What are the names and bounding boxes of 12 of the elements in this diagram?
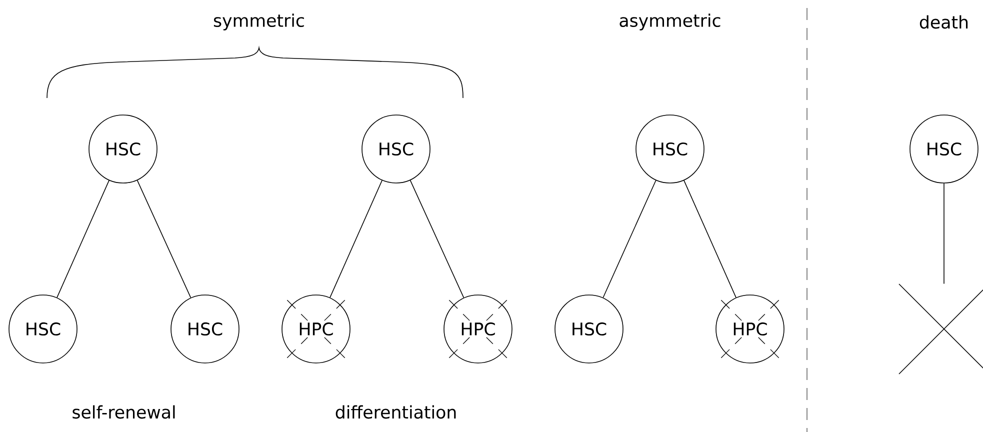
connector-line — [330, 180, 382, 298]
connector-line — [136, 180, 192, 298]
cross-mark — [898, 284, 983, 374]
caption-label: differentiation — [336, 405, 456, 419]
connector-line — [602, 180, 656, 298]
caption-label: asymmetric — [620, 14, 720, 30]
connector-line — [684, 180, 736, 298]
caption-label: death — [920, 15, 968, 29]
caption-label: symmetric — [214, 14, 304, 30]
connector-line — [410, 180, 464, 298]
connector-line — [56, 180, 110, 298]
caption-label: self-renewal — [72, 405, 175, 419]
